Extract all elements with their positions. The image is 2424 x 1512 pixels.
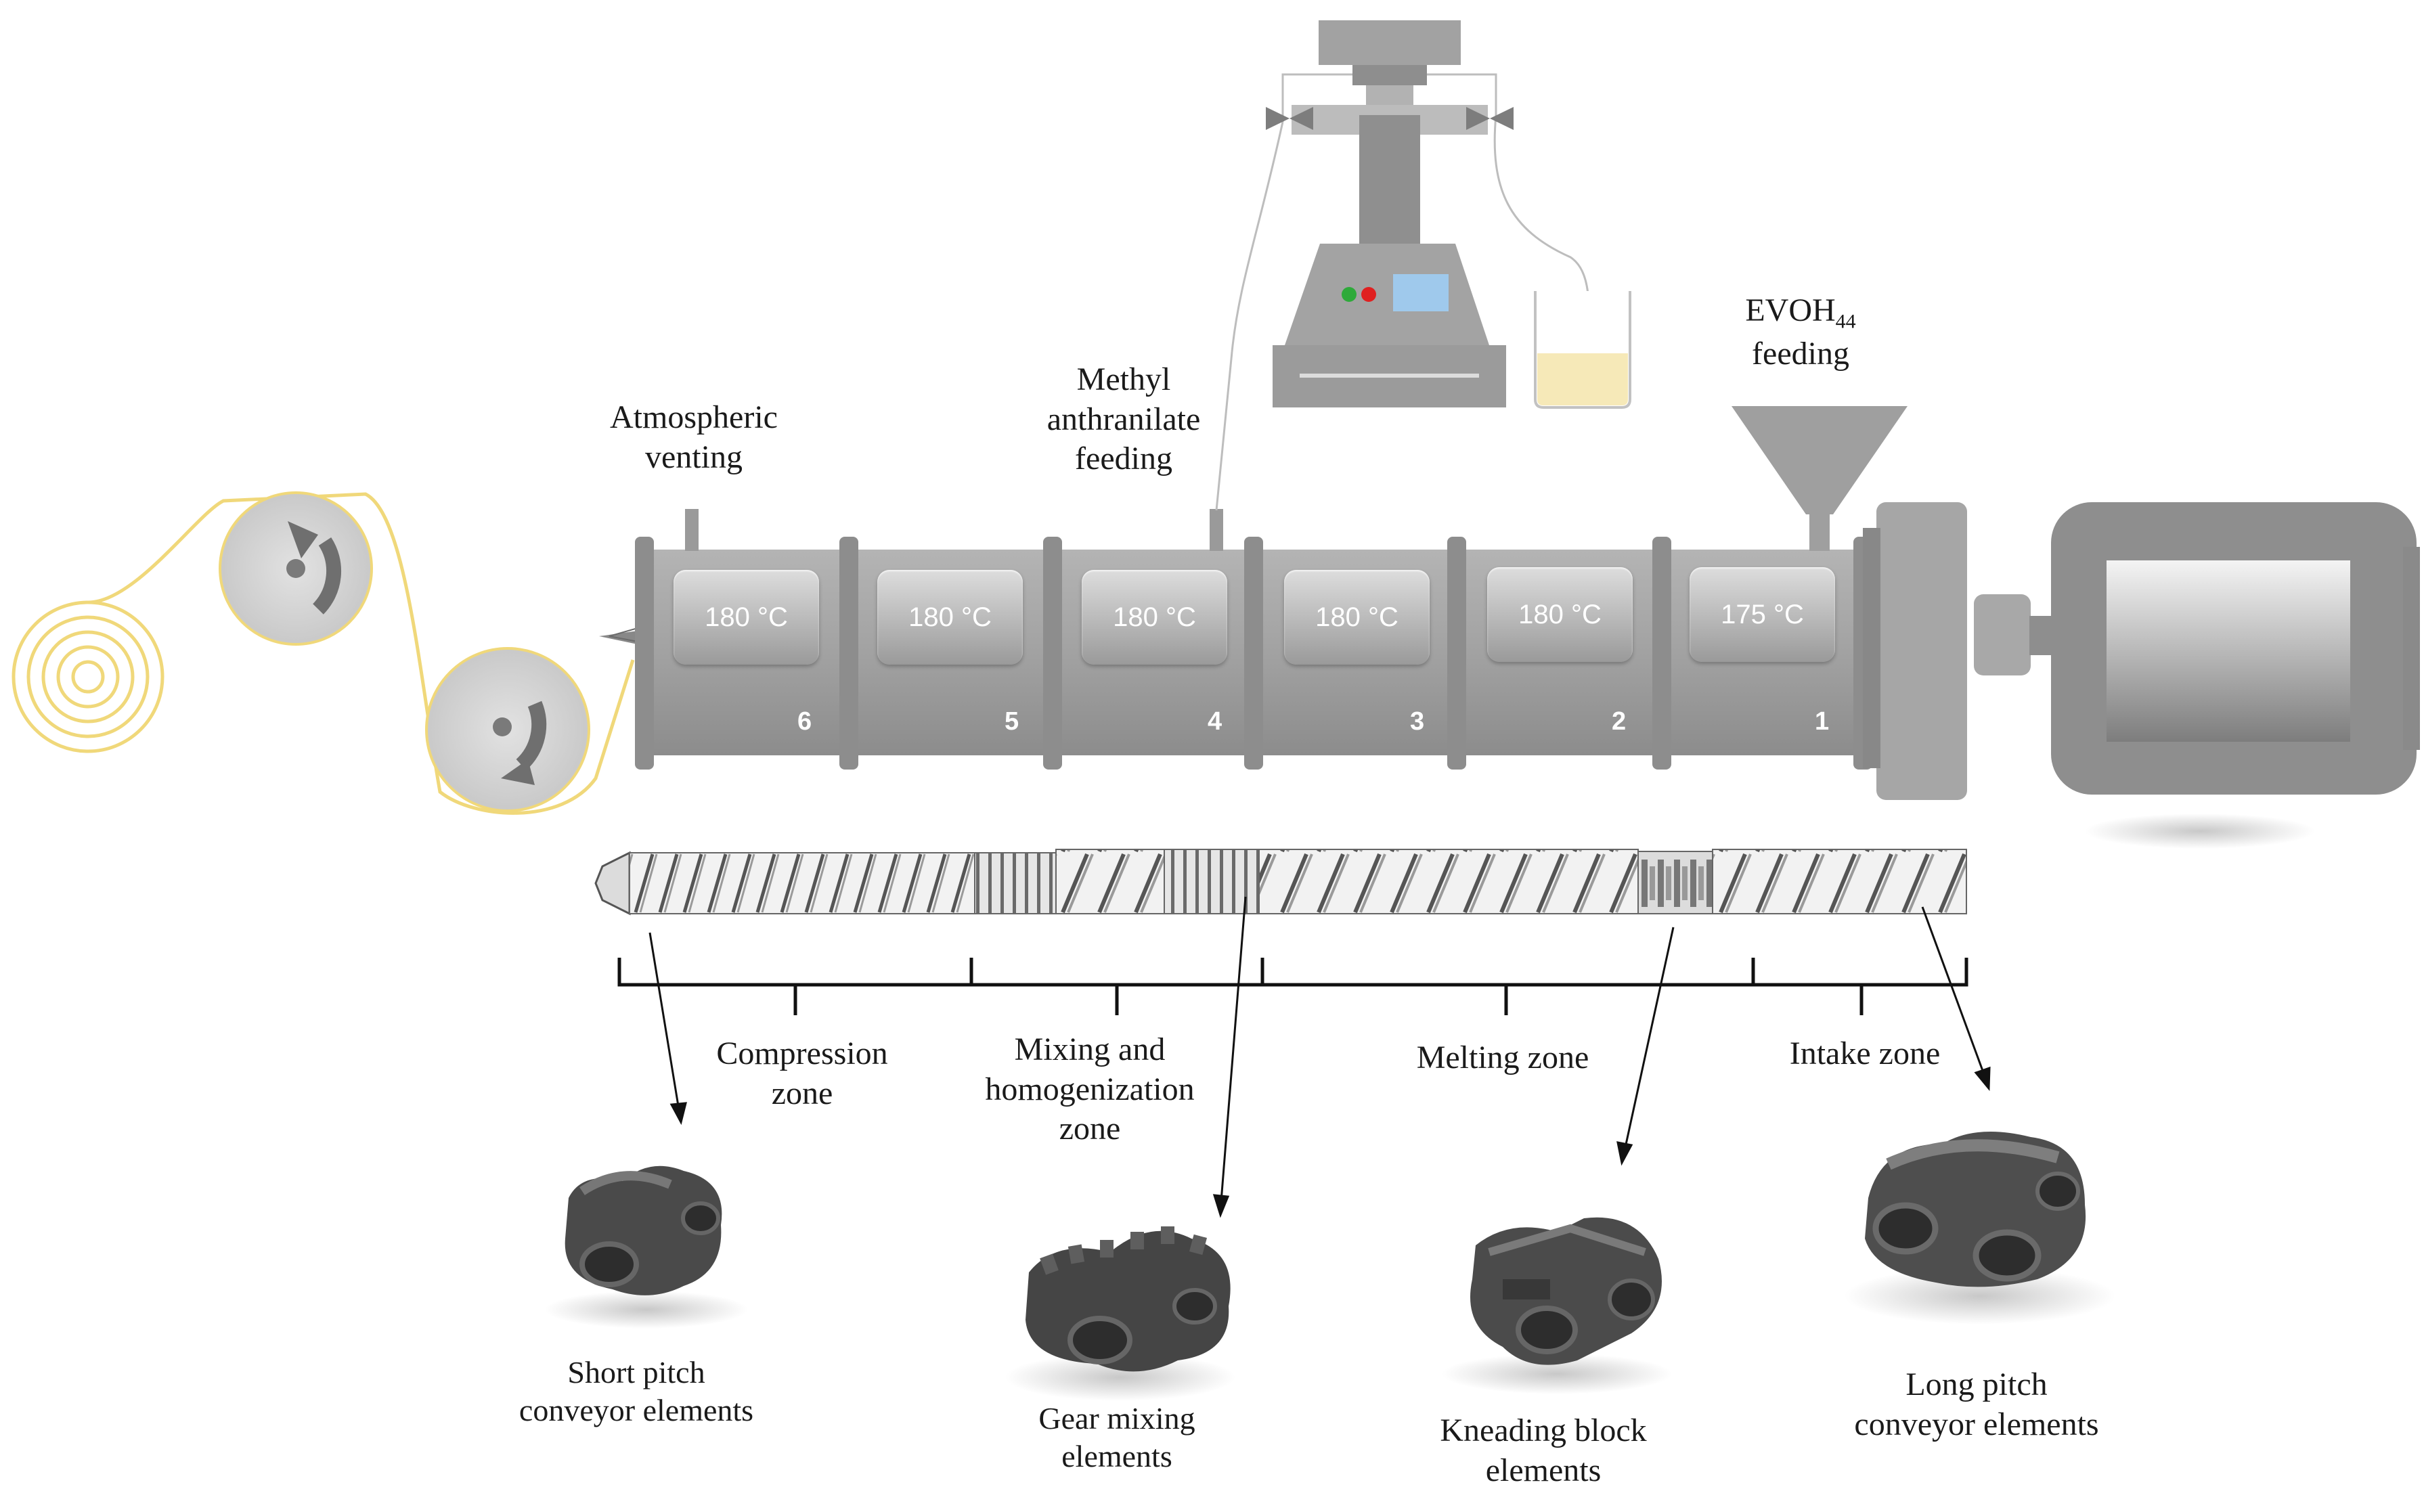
take-up-roller-lower xyxy=(425,647,590,812)
gear-mixing-element-image xyxy=(1005,1226,1235,1401)
zone-1-number: 1 xyxy=(1815,707,1830,736)
methyl-feed-port xyxy=(1210,509,1223,551)
zone-braces xyxy=(617,958,1968,1015)
zone-5-number: 5 xyxy=(1005,707,1019,736)
methyl-anthranilate-feeding-label: Methyl anthranilate feeding xyxy=(1046,361,1201,477)
long-pitch-element-image xyxy=(1845,1132,2115,1325)
zone-2-temperature: 180 °C xyxy=(1487,567,1633,662)
mixing-homogenization-zone-label: Mixing and homogenization zone xyxy=(985,1031,1195,1147)
gear-mixing-caption: Gear mixing elements xyxy=(1038,1401,1195,1474)
film-path xyxy=(87,492,635,815)
atmospheric-venting-label: Atmospheric venting xyxy=(610,399,778,475)
vent-pipe xyxy=(685,509,699,551)
pointer-arrows xyxy=(648,896,1991,1218)
zone-3-number: 3 xyxy=(1410,707,1425,736)
status-led-green xyxy=(1342,287,1357,302)
pump-display xyxy=(1393,274,1449,311)
compression-zone-label: Compression zone xyxy=(716,1036,888,1111)
intake-zone-label: Intake zone xyxy=(1789,1036,1941,1071)
evoh-hopper xyxy=(1732,406,1908,551)
rotation-arrow-icon xyxy=(288,521,318,558)
zone-6-number: 6 xyxy=(797,707,812,736)
zone-2-number: 2 xyxy=(1612,707,1627,736)
beaker xyxy=(1534,291,1631,409)
rotation-arrow-icon xyxy=(501,759,535,785)
zone-1-temperature: 175 °C xyxy=(1690,567,1835,662)
zone-6-temperature: 180 °C xyxy=(674,570,819,665)
gearbox xyxy=(1876,502,1967,800)
zone-4-number: 4 xyxy=(1208,707,1222,736)
long-pitch-caption: Long pitch conveyor elements xyxy=(1854,1366,2099,1442)
coupling xyxy=(1974,594,2031,675)
take-up-roller-upper xyxy=(219,491,373,646)
zone-4-temperature: 180 °C xyxy=(1082,570,1227,665)
kneading-block-element-image xyxy=(1442,1217,1672,1394)
short-pitch-element-image xyxy=(545,1165,748,1329)
kneading-block-caption: Kneading block elements xyxy=(1440,1413,1647,1488)
melting-zone-label: Melting zone xyxy=(1416,1040,1589,1075)
status-led-red xyxy=(1361,287,1376,302)
twin-screw xyxy=(594,849,1967,916)
evoh-feeding-label: EVOH44 feeding xyxy=(1745,292,1856,372)
motor xyxy=(2051,502,2420,849)
film-coil xyxy=(12,600,164,753)
short-pitch-caption: Short pitch conveyor elements xyxy=(519,1355,754,1428)
zone-3-temperature: 180 °C xyxy=(1284,570,1430,665)
liquid-feeding-pump xyxy=(1215,20,1590,511)
zone-5-temperature: 180 °C xyxy=(877,570,1023,665)
